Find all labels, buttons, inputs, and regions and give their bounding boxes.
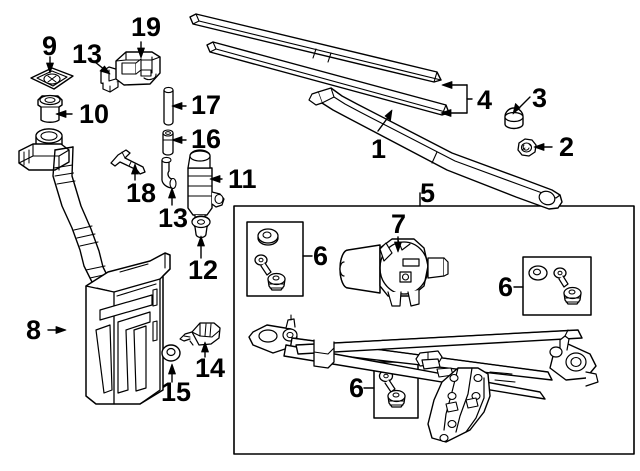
hose-connector: [162, 129, 174, 156]
callout-label-16: 16: [191, 124, 222, 154]
callout-16-leader: [171, 136, 187, 144]
callout-19-leader: [137, 41, 145, 59]
washer-nozzle: [179, 322, 221, 346]
callout-label-13-upper: 13: [72, 39, 103, 69]
reservoir-sensor: [115, 51, 161, 86]
hose-elbow: [161, 156, 177, 190]
wiper-motor: [339, 238, 449, 307]
callout-7-leader: [394, 236, 402, 253]
washer-pump: [187, 149, 225, 222]
callout-14-leader: [201, 341, 209, 358]
washer-reservoir: [85, 252, 171, 405]
callout-1-leader: [377, 109, 393, 132]
reservoir-gasket: [30, 67, 74, 90]
callout-8-leader: [47, 326, 67, 334]
wiper-arm: [308, 87, 563, 210]
callout-18-leader: [131, 163, 139, 181]
callout-label-7: 7: [391, 209, 407, 239]
nozzle-grommet: [161, 344, 181, 362]
callout-12-leader: [197, 235, 205, 259]
callout-label-8: 8: [26, 315, 42, 345]
hardware-box-right: [513, 256, 592, 316]
retainer-clip: [110, 149, 146, 175]
callout-11-leader: [209, 175, 223, 183]
hose-pin: [163, 86, 174, 126]
callout-label-6-right: 6: [498, 272, 514, 302]
callout-label-10: 10: [79, 99, 110, 129]
callout-label-9: 9: [42, 31, 58, 61]
callout-10-leader: [55, 110, 73, 118]
callout-13a-leader: [94, 61, 111, 75]
wiper-arm-nut: [517, 138, 537, 157]
callout-label-11: 11: [228, 164, 257, 194]
callout-label-6-left: 6: [313, 241, 329, 271]
callout-15-leader: [168, 363, 176, 383]
callout-label-5: 5: [420, 178, 436, 208]
callout-label-1: 1: [371, 134, 387, 164]
callout-label-14: 14: [195, 353, 226, 383]
callout-label-17: 17: [191, 90, 222, 120]
callout-13b-leader: [168, 187, 176, 206]
callout-3-leader: [512, 96, 531, 115]
mounting-bracket: [427, 367, 491, 443]
callout-4-leader: [440, 81, 473, 117]
callout-label-4: 4: [477, 85, 493, 115]
callout-label-12: 12: [188, 255, 219, 285]
callout-label-13-lower: 13: [158, 203, 189, 233]
reservoir-filler-neck: [18, 128, 70, 171]
callout-label-3: 3: [532, 83, 548, 113]
callout-2-leader: [533, 143, 553, 151]
filler-cap: [37, 94, 63, 123]
wiper-arm-cap: [504, 107, 524, 130]
callout-label-2: 2: [559, 132, 575, 162]
pump-grommet: [191, 215, 211, 239]
callout-label-15: 15: [161, 377, 192, 407]
hardware-box-left: [246, 221, 313, 297]
callout-label-18: 18: [126, 178, 157, 208]
wiper-blade-upper: [189, 13, 442, 83]
callout-label-19: 19: [131, 12, 162, 42]
callout-17-leader: [171, 102, 187, 110]
callout-label-6-bottom: 6: [349, 373, 365, 403]
callout-9-leader: [46, 56, 54, 74]
